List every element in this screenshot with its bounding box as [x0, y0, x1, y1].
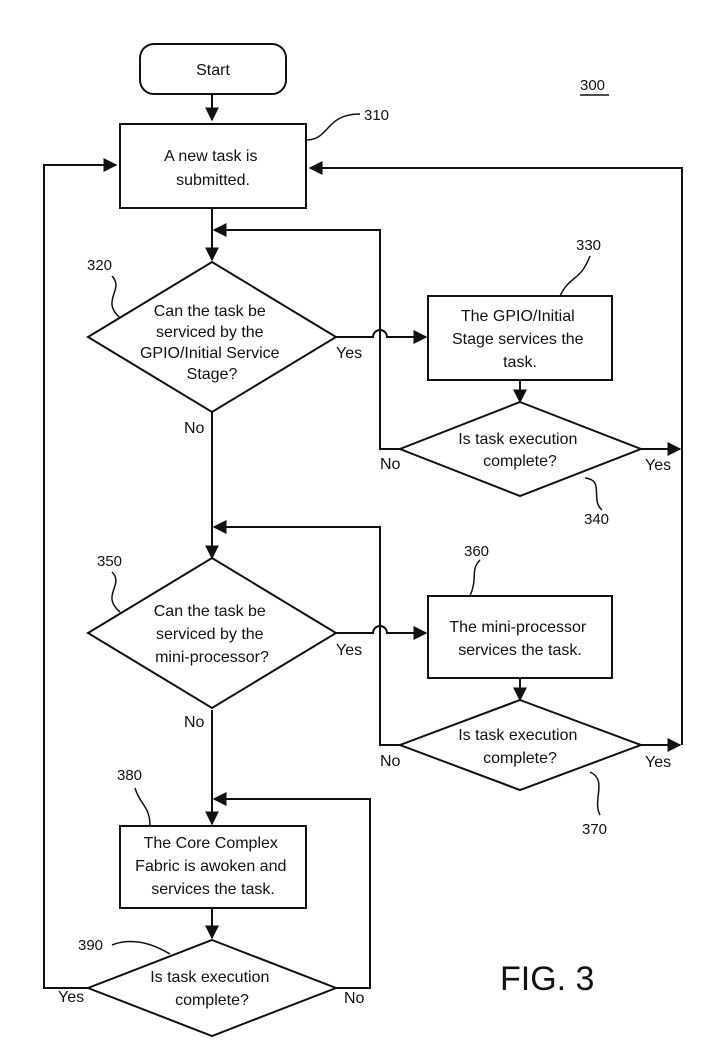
node-360: The mini-processor services the task. 36… [427, 543, 613, 679]
node-370-text: Is task execution complete? [458, 727, 582, 767]
edge-340-no-label: No [380, 456, 401, 473]
ref-370: 370 [582, 821, 607, 838]
edge-350-no-label: No [184, 714, 205, 731]
node-390-line: Is task execution [150, 969, 269, 986]
node-340-diamond [397, 400, 644, 498]
ref-340: 340 [584, 511, 609, 528]
node-370-diamond [397, 698, 644, 792]
node-350-line: Can the task be [154, 603, 266, 620]
ref-330-leader [559, 255, 591, 297]
node-310-box [119, 123, 307, 209]
node-320-line: serviced by the [156, 324, 264, 341]
edge-350-yes-label: Yes [336, 642, 362, 659]
node-330: The GPIO/Initial Stage services the task… [427, 237, 613, 381]
node-350-line: mini-processor? [155, 649, 269, 666]
figure-label: FIG. 3 [500, 960, 594, 998]
edge-320-yes-label: Yes [336, 345, 362, 362]
node-310-line: submitted. [176, 172, 250, 189]
node-370-line: complete? [483, 750, 557, 767]
node-350: Can the task be serviced by the mini-pro… [86, 553, 338, 710]
ref-350-leader [111, 571, 121, 613]
node-330-text: The GPIO/Initial Stage services the task… [452, 308, 588, 371]
figure-number: 300 [580, 77, 605, 94]
node-380-line: Fabric is awoken and [135, 858, 286, 875]
figure-labels: 300 FIG. 3 [500, 77, 609, 998]
ref-340-leader [584, 477, 603, 511]
node-310-line: A new task is [164, 148, 257, 165]
edge-370-no-label: No [380, 753, 401, 770]
edge-right-rail-to-310 [308, 161, 683, 745]
node-330-line: task. [503, 354, 537, 371]
node-320-line: GPIO/Initial Service [140, 345, 280, 362]
ref-390: 390 [78, 937, 103, 954]
edge-390-no-loop [212, 792, 371, 989]
ref-310-leader [305, 113, 361, 141]
node-350-text: Can the task be serviced by the mini-pro… [154, 603, 271, 666]
edge-370-no-loop [212, 520, 400, 746]
node-390-text: Is task execution complete? [150, 969, 274, 1009]
node-330-box [427, 295, 613, 381]
node-310: A new task is submitted. 310 [119, 107, 389, 209]
node-390-diamond [85, 938, 339, 1038]
node-380-line: The Core Complex [144, 835, 278, 852]
edge-390-yes-label: Yes [58, 989, 84, 1006]
node-320: Can the task be serviced by the GPIO/Ini… [86, 257, 338, 414]
edge-320-no-label: No [184, 420, 205, 437]
node-350-line: serviced by the [156, 626, 264, 643]
node-310-text: A new task is submitted. [164, 148, 262, 189]
ref-390-leader [111, 940, 171, 955]
node-380-line: services the task. [151, 881, 275, 898]
node-350-diamond [86, 556, 338, 710]
node-390-line: complete? [175, 992, 249, 1009]
ref-370-leader [589, 771, 601, 816]
ref-320: 320 [87, 257, 112, 274]
node-360-line: The mini-processor [449, 619, 587, 636]
ref-310: 310 [364, 107, 389, 124]
ref-380-leader [134, 787, 151, 827]
ref-320-leader [111, 275, 121, 319]
node-320-line: Can the task be [154, 303, 266, 320]
node-380-text: The Core Complex Fabric is awoken and se… [135, 835, 291, 898]
edge-labels: Yes No No Yes Yes No No Yes Yes No [58, 345, 671, 1007]
node-340: Is task execution complete? 340 [397, 400, 644, 528]
node-370-line: Is task execution [458, 727, 577, 744]
node-380: The Core Complex Fabric is awoken and se… [117, 767, 307, 909]
node-390: Is task execution complete? 390 [78, 937, 339, 1038]
node-340-line: complete? [483, 453, 557, 470]
edge-340-no-loop [212, 223, 400, 450]
start-label: Start [196, 62, 230, 79]
node-370: Is task execution complete? 370 [397, 698, 644, 838]
connectors [43, 94, 683, 989]
start-shape [139, 43, 287, 95]
ref-360-leader [469, 559, 481, 597]
node-360-line: services the task. [458, 642, 582, 659]
edge-340-yes-label: Yes [645, 457, 671, 474]
node-320-diamond [86, 260, 338, 414]
ref-330: 330 [576, 237, 601, 254]
node-360-box [427, 595, 613, 679]
ref-360: 360 [464, 543, 489, 560]
node-360-text: The mini-processor services the task. [449, 619, 590, 659]
node-340-text: Is task execution complete? [458, 431, 582, 470]
node-330-line: The GPIO/Initial [461, 308, 575, 325]
start-terminal: Start [139, 43, 287, 95]
ref-350: 350 [97, 553, 122, 570]
node-320-line: Stage? [187, 366, 238, 383]
edge-390-no-label: No [344, 990, 365, 1007]
edge-370-yes-label: Yes [645, 754, 671, 771]
node-340-line: Is task execution [458, 431, 577, 448]
node-330-line: Stage services the [452, 331, 584, 348]
edge-390-yes-loop [43, 158, 118, 989]
node-320-text: Can the task be serviced by the GPIO/Ini… [140, 303, 284, 383]
ref-380: 380 [117, 767, 142, 784]
node-380-box [119, 825, 307, 909]
